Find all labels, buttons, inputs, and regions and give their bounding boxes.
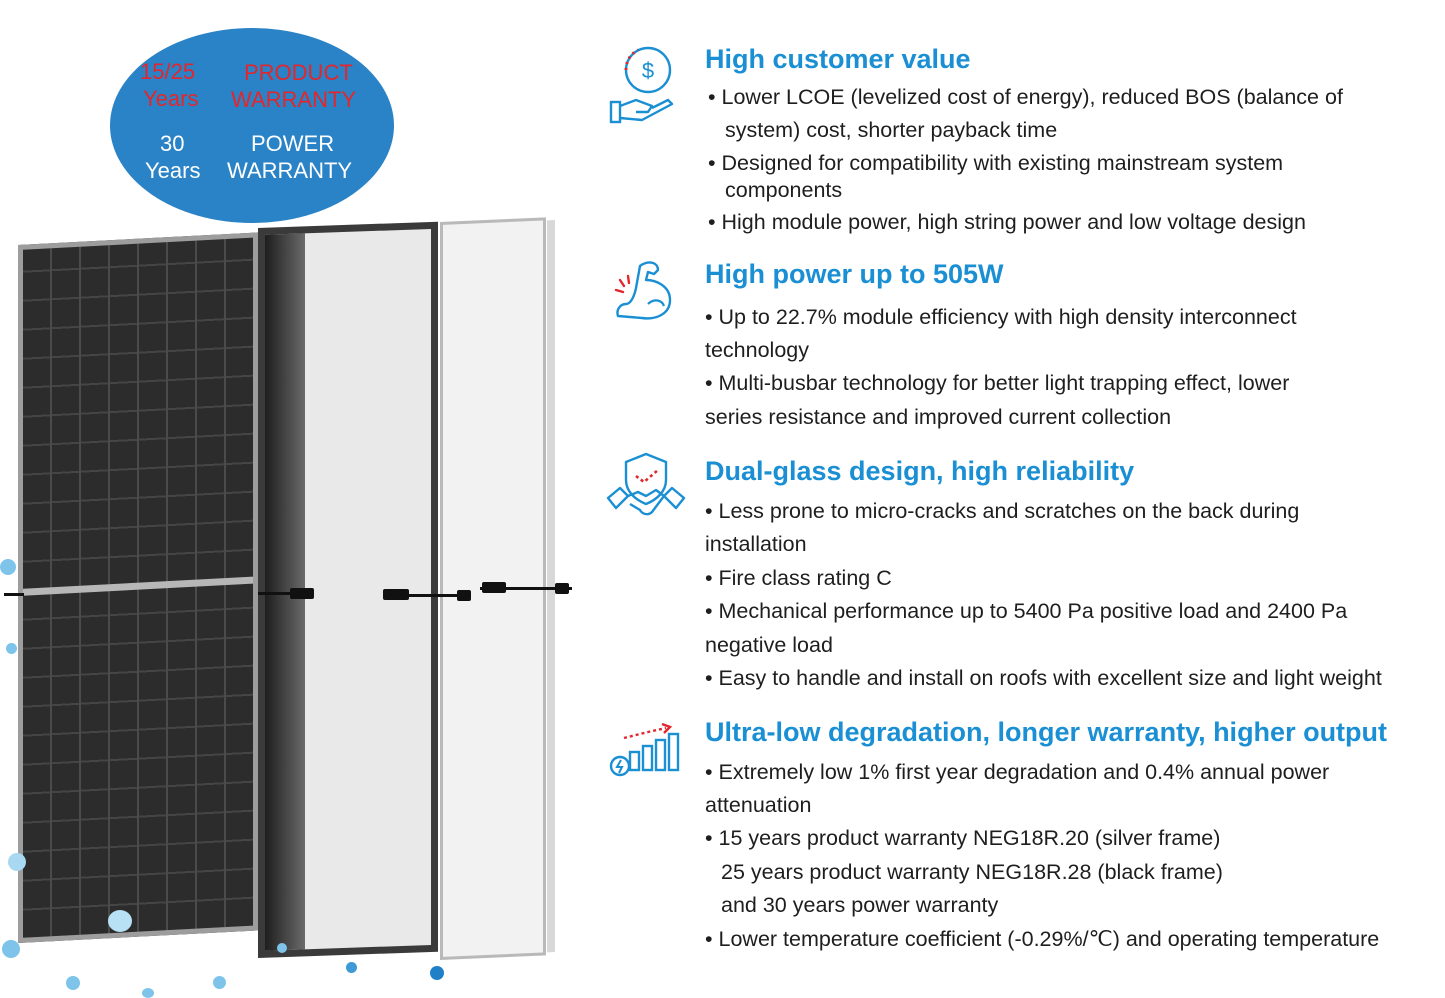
- heading-dual-glass: Dual-glass design, high reliability: [705, 456, 1135, 486]
- decorative-dot: [6, 643, 17, 654]
- power-years: 30: [160, 131, 185, 156]
- decorative-dot: [430, 966, 444, 980]
- power-warranty-label: WARRANTY: [227, 158, 353, 183]
- feature-line: attenuation: [705, 793, 812, 817]
- strong-arm-icon: [614, 261, 672, 320]
- feature-line: • Up to 22.7% module efficiency with hig…: [705, 305, 1297, 329]
- heading-high-customer-value: High customer value: [705, 44, 971, 74]
- product-years: 15/25: [140, 59, 196, 84]
- cable: [258, 592, 308, 595]
- feature-line: technology: [705, 338, 809, 362]
- svg-text:$: $: [642, 58, 654, 83]
- product-years-unit: Years: [143, 86, 199, 111]
- feature-line: • Lower LCOE (levelized cost of energy),…: [708, 85, 1343, 109]
- shield-handshake-icon: [606, 452, 686, 516]
- feature-line: negative load: [705, 633, 833, 657]
- feature-line: components: [725, 178, 843, 202]
- decorative-dot: [213, 976, 226, 989]
- product-warranty-label: WARRANTY: [231, 87, 357, 112]
- heading-high-power: High power up to 505W: [705, 259, 1004, 289]
- decorative-dot: [346, 962, 357, 973]
- cable: [385, 594, 465, 597]
- feature-line: • Less prone to micro-cracks and scratch…: [705, 499, 1300, 523]
- feature-line: • Lower temperature coefficient (-0.29%/…: [705, 927, 1380, 951]
- money-hand-icon: $: [609, 46, 674, 124]
- decorative-dot: [0, 559, 16, 575]
- power-years-unit: Years: [145, 158, 201, 183]
- decorative-dot: [66, 976, 80, 990]
- solar-panel-front: [18, 232, 258, 944]
- feature-line: • High module power, high string power a…: [708, 210, 1306, 234]
- cable-connector: [457, 590, 471, 601]
- heading-ultra-low-degradation: Ultra-low degradation, longer warranty, …: [705, 717, 1388, 747]
- cable-connector: [383, 589, 409, 600]
- product-label: PRODUCT: [244, 60, 353, 85]
- cable-connector: [555, 583, 569, 594]
- feature-line: • Extremely low 1% first year degradatio…: [705, 760, 1330, 784]
- feature-line: system) cost, shorter payback time: [725, 118, 1058, 142]
- feature-line: • 15 years product warranty NEG18R.20 (s…: [705, 826, 1221, 850]
- feature-line: • Multi-busbar technology for better lig…: [705, 371, 1290, 395]
- cable: [480, 587, 572, 590]
- cable: [4, 593, 24, 596]
- feature-line: • Designed for compatibility with existi…: [708, 151, 1284, 175]
- warranty-badge: 15/25 Years PRODUCT WARRANTY 30 Years PO…: [110, 28, 394, 223]
- decorative-dot: [2, 940, 20, 958]
- feature-line: series resistance and improved current c…: [705, 405, 1172, 429]
- decorative-dot: [8, 853, 26, 871]
- power-label: POWER: [251, 131, 335, 156]
- feature-line: and 30 years power warranty: [721, 893, 999, 917]
- decorative-dot: [142, 988, 154, 998]
- feature-line: installation: [705, 532, 807, 556]
- growth-chart-icon: [609, 722, 680, 777]
- cable-connector: [482, 582, 506, 593]
- feature-line: • Easy to handle and install on roofs wi…: [705, 666, 1382, 690]
- cable-connector: [290, 588, 314, 599]
- feature-line: • Fire class rating C: [705, 566, 892, 590]
- solar-panel-middle: [258, 221, 438, 959]
- decorative-dot: [108, 910, 132, 932]
- feature-line: 25 years product warranty NEG18R.28 (bla…: [721, 860, 1223, 884]
- decorative-dot: [277, 943, 287, 953]
- feature-line: • Mechanical performance up to 5400 Pa p…: [705, 599, 1348, 623]
